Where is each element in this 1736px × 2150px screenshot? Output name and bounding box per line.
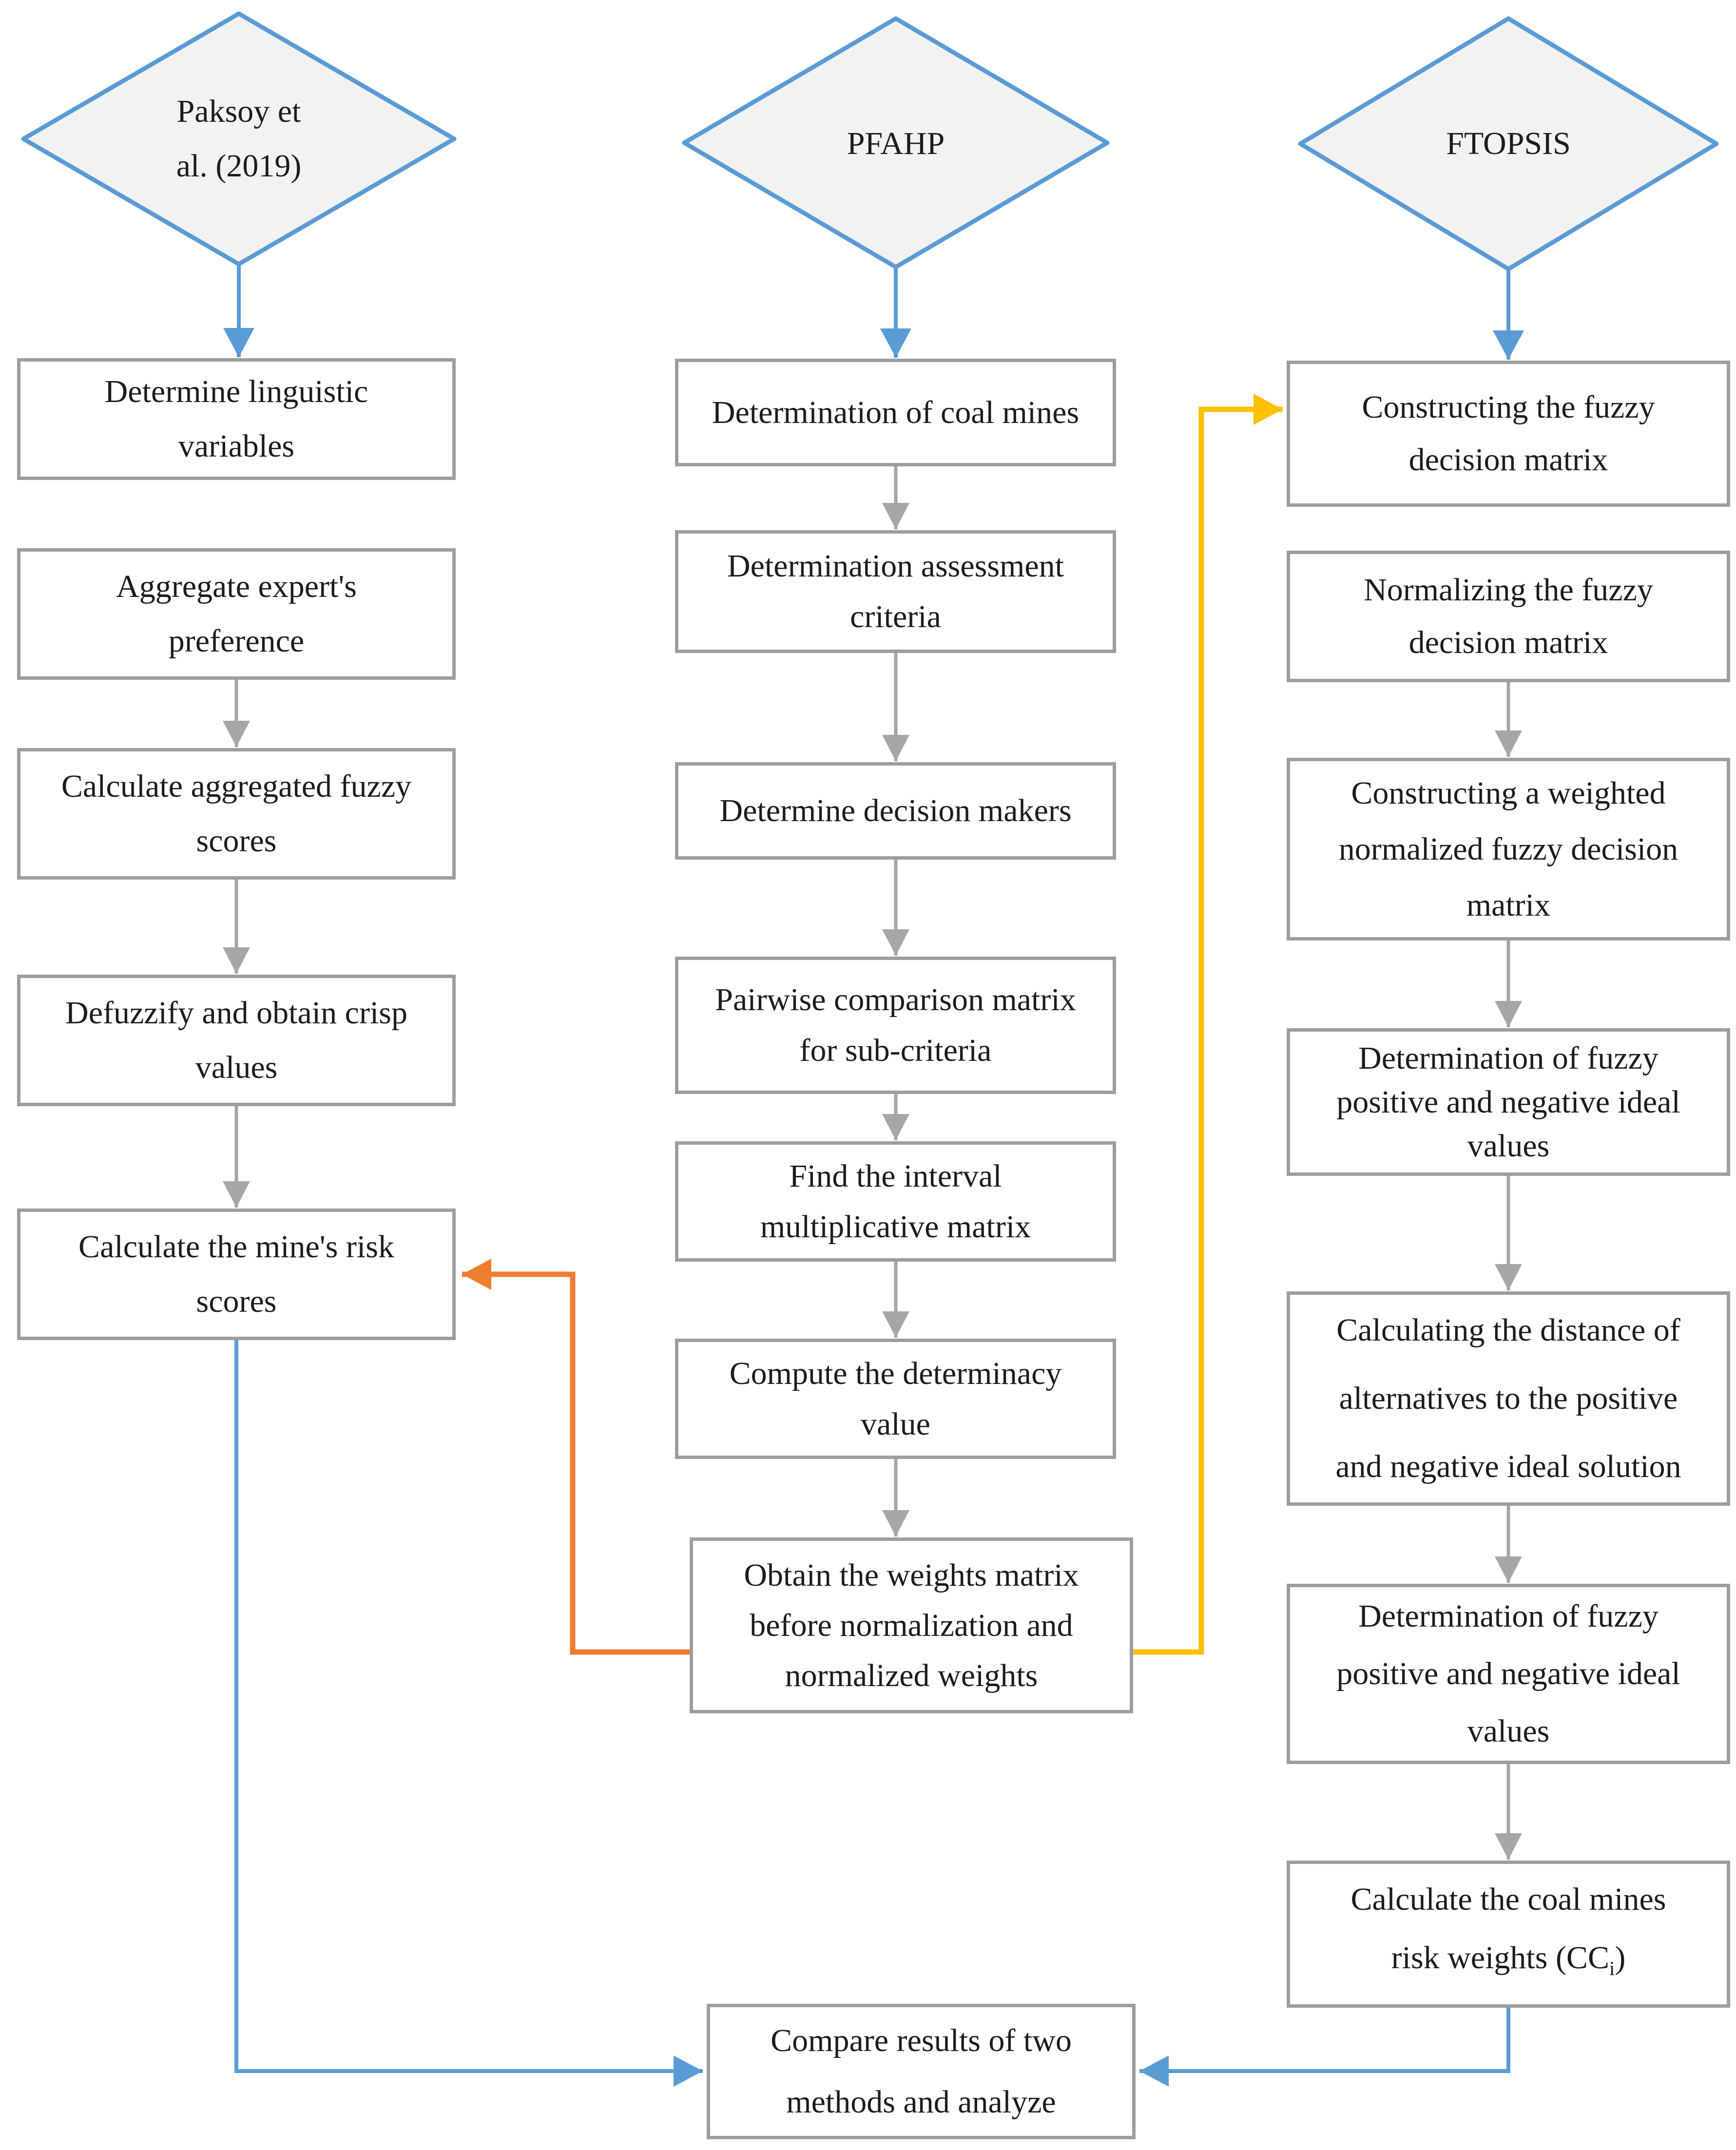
diamond-paksoy	[21, 11, 457, 267]
box-line: Calculate the mine's risk	[78, 1229, 394, 1265]
box-line: decision matrix	[1408, 442, 1608, 478]
box-line: Defuzzify and obtain crisp	[65, 995, 407, 1031]
box-obtain-weights-matrix: Obtain the weights matrix before normali…	[690, 1537, 1133, 1713]
box-line: positive and negative ideal	[1336, 1084, 1680, 1120]
box-line: criteria	[850, 599, 941, 634]
box-line: multiplicative matrix	[760, 1209, 1031, 1245]
box-defuzzify-obtain-crisp-values: Defuzzify and obtain crisp values	[17, 975, 456, 1106]
box-line: Compare results of two	[771, 2023, 1072, 2058]
box-determine-decision-makers: Determine decision makers	[675, 762, 1116, 860]
box-line: values	[195, 1050, 278, 1085]
box-line: Calculate the coal mines	[1350, 1881, 1666, 1917]
box-fuzzy-ideal-values-2: Determination of fuzzy positive and nega…	[1287, 1584, 1730, 1764]
formula-pre: risk weights (CC	[1391, 1939, 1609, 1976]
box-constructing-fuzzy-decision-matrix: Constructing the fuzzy decision matrix	[1287, 361, 1730, 507]
box-line: alternatives to the positive	[1339, 1381, 1678, 1416]
box-line: decision matrix	[1408, 625, 1608, 660]
box-line: methods and analyze	[786, 2084, 1056, 2120]
box-line: matrix	[1466, 887, 1551, 923]
box-determination-of-coal-mines: Determination of coal mines	[675, 359, 1116, 466]
box-line: Constructing the fuzzy	[1362, 389, 1655, 425]
box-line: and negative ideal solution	[1335, 1449, 1681, 1484]
box-normalizing-fuzzy-decision-matrix: Normalizing the fuzzy decision matrix	[1287, 551, 1730, 682]
box-pairwise-comparison-matrix: Pairwise comparison matrix for sub-crite…	[675, 957, 1116, 1094]
box-line: Determine decision makers	[719, 793, 1072, 828]
diamond-ftopsis	[1298, 16, 1719, 271]
box-line: Calculating the distance of	[1336, 1312, 1680, 1348]
box-distance-to-ideal-solutions: Calculating the distance of alternatives…	[1287, 1291, 1730, 1506]
box-line: risk weights (CCi)	[1391, 1929, 1626, 1998]
box-line: before normalization and	[750, 1608, 1073, 1643]
box-line: Find the interval	[789, 1158, 1002, 1194]
box-line: normalized fuzzy decision	[1338, 831, 1678, 867]
box-line: Pairwise comparison matrix	[715, 982, 1076, 1017]
box-line: Obtain the weights matrix	[744, 1557, 1079, 1593]
box-determination-assessment-criteria: Determination assessment criteria	[675, 530, 1116, 653]
box-line: value	[861, 1406, 930, 1442]
box-line: for sub-criteria	[799, 1033, 992, 1068]
box-line: Calculate aggregated fuzzy	[61, 768, 412, 804]
box-line: scores	[196, 823, 277, 859]
box-line: Compute the determinacy	[729, 1355, 1062, 1391]
box-compare-results: Compare results of two methods and analy…	[707, 2004, 1136, 2139]
box-line: Determination of fuzzy	[1358, 1040, 1659, 1076]
box-line: Determination of coal mines	[712, 394, 1080, 430]
box-fuzzy-ideal-values-1: Determination of fuzzy positive and nega…	[1287, 1028, 1730, 1176]
formula-subscript: i	[1609, 1958, 1615, 1980]
box-line: Aggregate expert's	[116, 569, 357, 604]
box-interval-multiplicative-matrix: Find the interval multiplicative matrix	[675, 1141, 1116, 1262]
box-aggregate-expert-preference: Aggregate expert's preference	[17, 548, 456, 680]
box-line: preference	[168, 623, 305, 659]
formula-post: )	[1615, 1939, 1626, 1976]
box-line: Normalizing the fuzzy	[1364, 572, 1653, 608]
diamond-pfahp	[682, 16, 1110, 269]
box-calculate-aggregated-fuzzy-scores: Calculate aggregated fuzzy scores	[17, 748, 456, 880]
box-line: variables	[178, 428, 295, 464]
box-line: normalized weights	[785, 1658, 1038, 1693]
box-line: Constructing a weighted	[1351, 775, 1666, 811]
box-line: Determine linguistic	[104, 374, 368, 409]
arrow-cci-to-compare	[1139, 2008, 1510, 2087]
arrow-weights-to-risk-scores	[462, 1259, 690, 1655]
arrow-weights-to-decision-matrix	[1133, 394, 1283, 1655]
arrow-risk-scores-to-compare	[234, 1340, 703, 2087]
box-line: scores	[196, 1284, 277, 1319]
box-compute-determinacy-value: Compute the determinacy value	[675, 1339, 1116, 1459]
box-line: values	[1467, 1128, 1550, 1164]
box-calculate-coal-mines-risk-weights: Calculate the coal mines risk weights (C…	[1287, 1861, 1730, 2008]
box-line: Determination assessment	[727, 548, 1064, 584]
box-determine-linguistic-variables: Determine linguistic variables	[17, 358, 456, 480]
box-line: Determination of fuzzy	[1358, 1598, 1659, 1634]
box-calculate-mine-risk-scores: Calculate the mine's risk scores	[17, 1209, 456, 1340]
box-line: values	[1467, 1713, 1550, 1749]
box-weighted-normalized-fuzzy-decision-matrix: Constructing a weighted normalized fuzzy…	[1287, 758, 1730, 941]
box-line: positive and negative ideal	[1336, 1656, 1680, 1691]
